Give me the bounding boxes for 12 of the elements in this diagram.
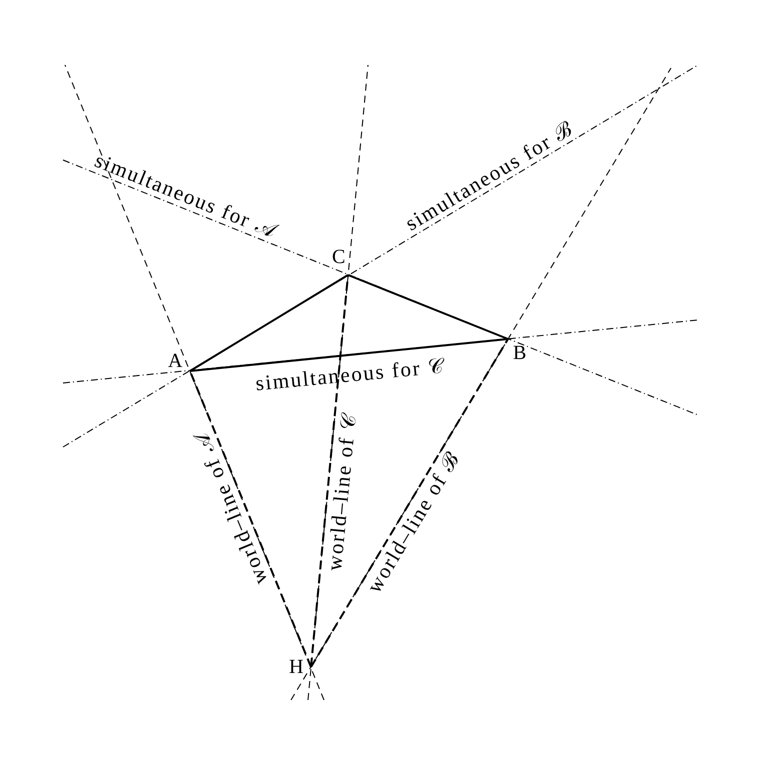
triangle-side [190, 338, 508, 372]
world-line [310, 274, 349, 668]
point-label: C [332, 246, 346, 268]
edge-label: world–line of 𝒞 [324, 412, 360, 572]
world-line [310, 338, 509, 668]
point-label: H [289, 656, 304, 678]
triangle-side [348, 274, 508, 340]
triangle-side [189, 274, 349, 372]
point-label: B [513, 342, 526, 364]
point-label: A [168, 350, 182, 372]
world-line [189, 370, 312, 668]
edge-label: simultaneous for 𝒞 [254, 356, 446, 394]
